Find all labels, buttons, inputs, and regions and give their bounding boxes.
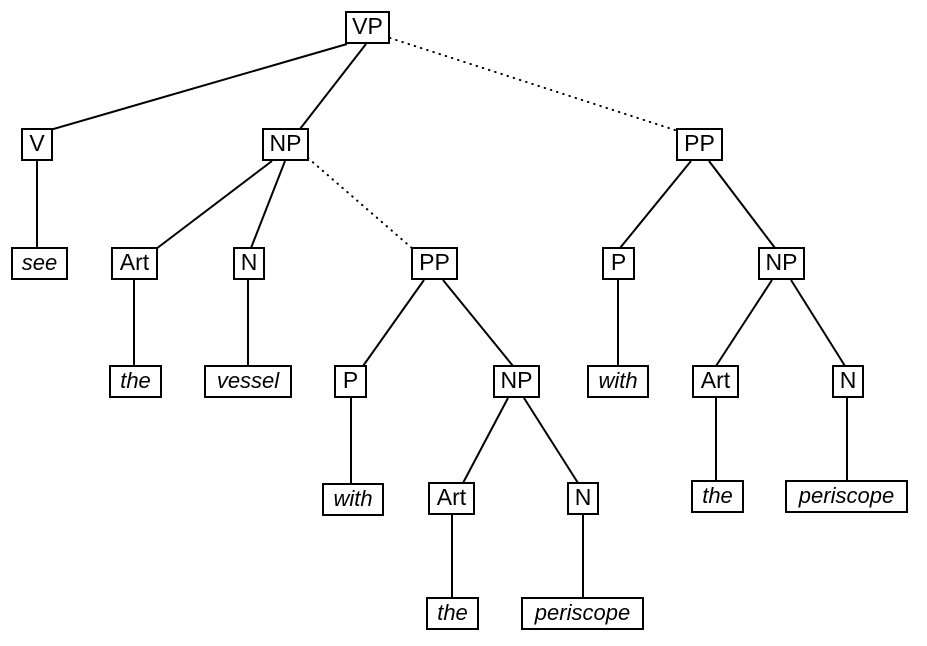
tree-node-v[interactable]: V (21, 128, 53, 161)
tree-node-label-with2: with (598, 367, 638, 393)
tree-node-label-p2: P (610, 249, 627, 275)
tree-node-p1[interactable]: P (334, 365, 367, 398)
tree-node-p2[interactable]: P (602, 247, 635, 280)
tree-node-label-the1: the (120, 367, 151, 393)
tree-node-label-art1: Art (119, 249, 150, 275)
tree-edge-pp2-to-np3 (708, 160, 776, 249)
tree-node-pp2[interactable]: PP (676, 128, 723, 161)
tree-node-np3[interactable]: NP (758, 247, 805, 280)
tree-node-label-the3: the (702, 482, 733, 508)
tree-edge-np3-to-art3 (715, 279, 773, 367)
tree-node-n2[interactable]: N (567, 482, 599, 515)
tree-edge-np2-to-n2 (523, 397, 579, 484)
tree-node-label-np1: NP (269, 130, 302, 156)
tree-edge-vp-to-np1 (299, 43, 367, 130)
tree-edge-np1-to-n1 (250, 160, 286, 249)
tree-edge-np1-to-art1 (155, 160, 273, 250)
tree-node-label-vp: VP (352, 13, 383, 39)
tree-node-label-vessel: vessel (216, 367, 280, 393)
tree-node-label-pp1: PP (419, 249, 450, 275)
tree-node-vp[interactable]: VP (345, 11, 390, 44)
tree-edge-vp-to-pp2 (389, 37, 679, 132)
tree-node-periscope1[interactable]: periscope (521, 597, 644, 630)
tree-node-art2[interactable]: Art (428, 482, 475, 515)
tree-node-np2[interactable]: NP (493, 365, 540, 398)
tree-node-label-p1: P (342, 367, 359, 393)
tree-node-label-with1: with (333, 485, 373, 511)
tree-node-with2[interactable]: with (587, 365, 649, 398)
tree-edge-pp1-to-np2 (442, 279, 514, 367)
tree-node-label-art2: Art (436, 484, 467, 510)
tree-node-pp1[interactable]: PP (411, 247, 458, 280)
tree-node-label-n1: N (240, 249, 258, 275)
tree-edge-vp-to-v (49, 43, 348, 131)
tree-node-label-periscope2: periscope (798, 482, 895, 508)
tree-node-label-n3: N (839, 367, 857, 393)
tree-node-art3[interactable]: Art (692, 365, 739, 398)
tree-node-periscope2[interactable]: periscope (785, 480, 908, 513)
tree-node-with1[interactable]: with (322, 483, 384, 516)
tree-node-label-art3: Art (700, 367, 731, 393)
tree-edge-np3-to-n3 (790, 279, 846, 367)
tree-node-label-pp2: PP (684, 130, 715, 156)
tree-node-label-see: see (21, 249, 58, 275)
tree-edge-pp2-to-p2 (619, 160, 692, 249)
tree-node-label-the2: the (437, 599, 468, 625)
tree-node-vessel[interactable]: vessel (204, 365, 292, 398)
tree-node-label-n2: N (574, 484, 592, 510)
tree-node-label-np3: NP (765, 249, 798, 275)
tree-node-label-periscope1: periscope (534, 599, 631, 625)
tree-node-n1[interactable]: N (233, 247, 265, 280)
tree-node-label-v: V (29, 130, 45, 156)
tree-node-the3[interactable]: the (691, 480, 744, 513)
tree-node-label-np2: NP (500, 367, 533, 393)
tree-node-the1[interactable]: the (109, 365, 162, 398)
tree-node-np1[interactable]: NP (262, 128, 309, 161)
tree-edge-np1-to-pp1 (307, 157, 414, 250)
tree-edge-pp1-to-p1 (362, 279, 425, 367)
tree-node-n3[interactable]: N (832, 365, 864, 398)
tree-node-the2[interactable]: the (426, 597, 479, 630)
tree-node-art1[interactable]: Art (111, 247, 158, 280)
tree-edge-np2-to-art2 (462, 397, 509, 484)
tree-node-see[interactable]: see (11, 247, 68, 280)
